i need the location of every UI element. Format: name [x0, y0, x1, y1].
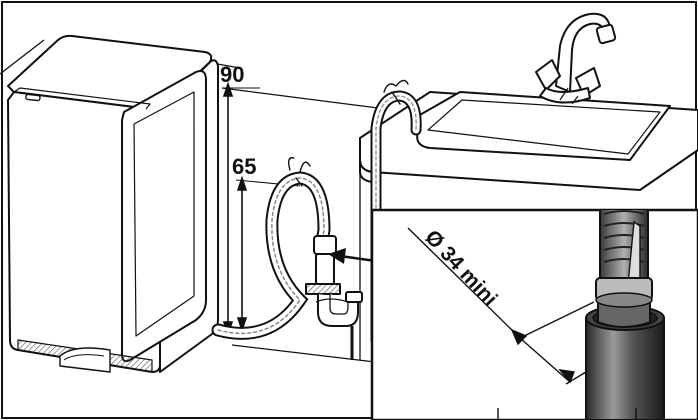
faucet: [535, 12, 617, 105]
washing-machine: [7, 34, 219, 373]
upper-hose: [370, 79, 422, 346]
detail-inset: Ø 34 mini: [370, 208, 698, 420]
dimension-90: [216, 81, 260, 337]
siphon-trap: [305, 235, 363, 360]
drain-hose: [211, 157, 331, 340]
height-65-label: 65: [232, 154, 256, 179]
height-90-label: 90: [220, 62, 244, 87]
diameter-dimension: [407, 227, 595, 385]
